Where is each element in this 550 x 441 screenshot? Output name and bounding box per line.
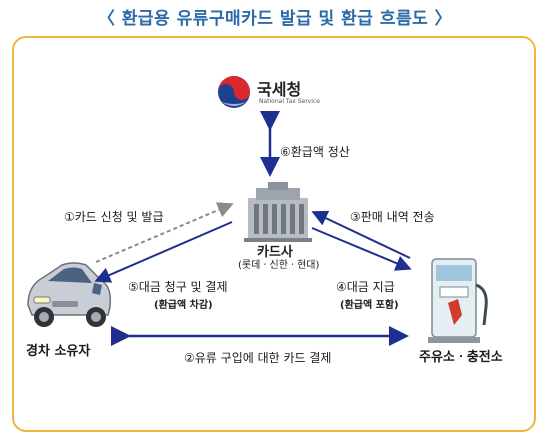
card-company-building-icon bbox=[244, 182, 312, 242]
nts-name-en: National Tax Service bbox=[259, 98, 320, 105]
flow-5-sublabel: (환급액 차감) bbox=[154, 300, 213, 311]
arrow-billing bbox=[94, 221, 233, 283]
nts-name: 국세청 bbox=[257, 80, 302, 99]
flow-5-label: ⑤대금 청구 및 결제 bbox=[128, 280, 228, 294]
car-owner-label: 경차 소유자 bbox=[26, 344, 91, 359]
flow-2-label: ②유류 구입에 대한 카드 결제 bbox=[184, 351, 332, 365]
flow-6-label: ⑥환급액 정산 bbox=[280, 145, 350, 159]
nts-logo-block: 국세청 National Tax Service bbox=[216, 74, 346, 114]
car-icon bbox=[27, 262, 112, 327]
gas-station-label: 주유소ㆍ충전소 bbox=[419, 350, 503, 365]
diagram-title: 〈 환급용 유류구매카드 발급 및 환급 흐름도 〉 bbox=[97, 9, 453, 29]
card-company-name: 카드사 bbox=[257, 245, 293, 260]
gas-pump-icon bbox=[428, 258, 488, 343]
arrow-card-issue bbox=[95, 202, 234, 263]
arrow-payment bbox=[311, 227, 412, 271]
flow-1-label: ①카드 신청 및 발급 bbox=[64, 210, 164, 224]
card-company-members: (롯데ㆍ신한ㆍ현대) bbox=[238, 260, 320, 271]
arrow-sales-report bbox=[311, 210, 411, 259]
flow-4-sublabel: (환급액 포함) bbox=[340, 300, 399, 311]
diagram-frame bbox=[12, 36, 536, 432]
nts-emblem-icon bbox=[218, 76, 250, 108]
flow-4-label: ④대금 지급 bbox=[336, 280, 395, 294]
flow-3-label: ③판매 내역 전송 bbox=[350, 210, 435, 224]
